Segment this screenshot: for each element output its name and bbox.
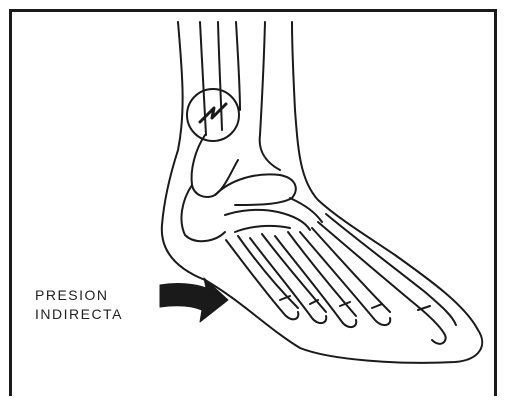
caption-line-2: INDIRECTA	[35, 305, 123, 324]
push-arrow-icon	[160, 278, 228, 322]
caption-line-1: PRESION	[35, 286, 123, 305]
fracture-marker-icon	[187, 89, 239, 141]
caption-indirect-pressure: PRESION INDIRECTA	[35, 286, 123, 324]
metatarsals-toes	[226, 214, 456, 344]
tibia-fibula	[192, 22, 280, 197]
tarsal-bones	[181, 174, 322, 241]
